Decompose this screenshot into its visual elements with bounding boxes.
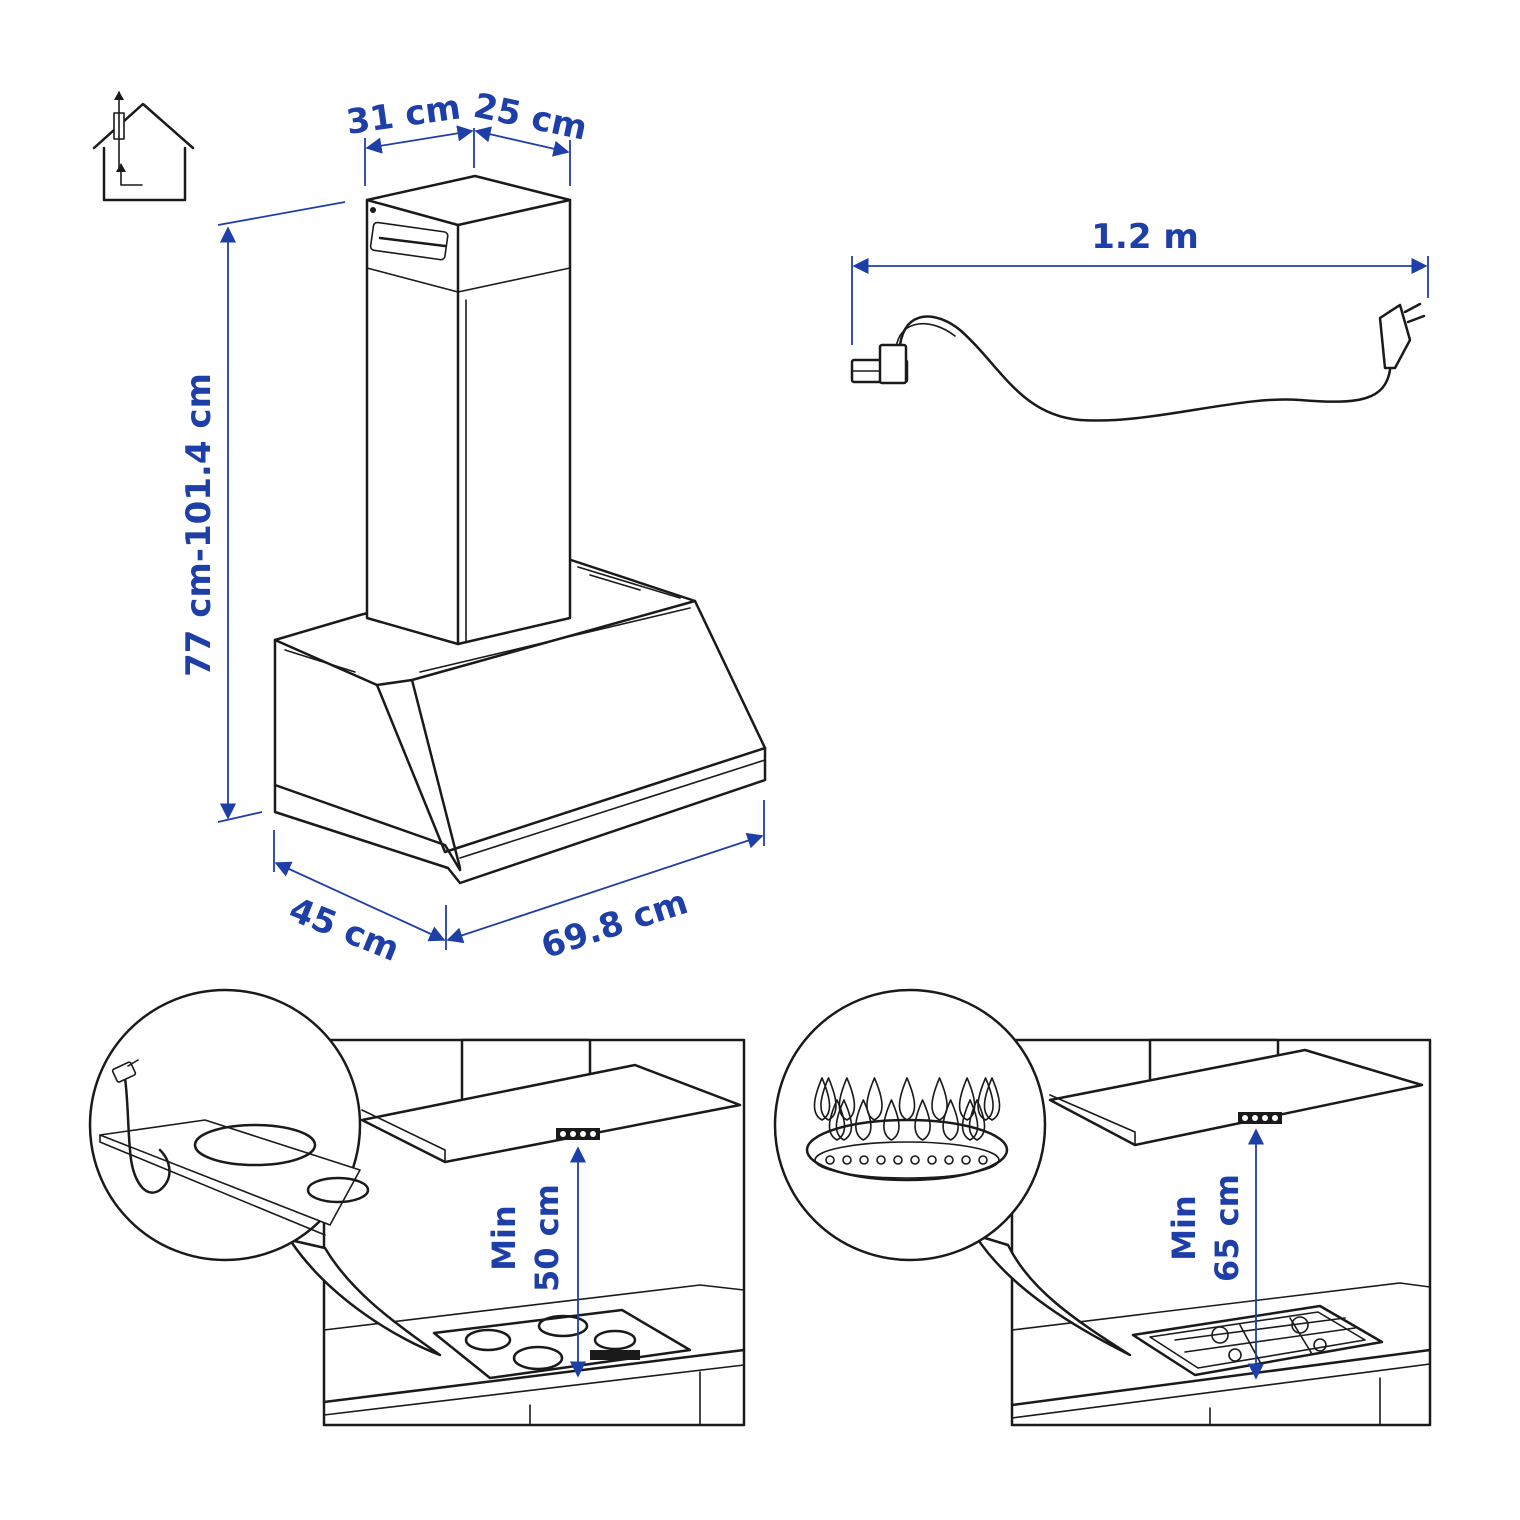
burner-port-icon: [859, 1155, 869, 1165]
flame-icon: [983, 1077, 1001, 1121]
flame-icon: [977, 1077, 994, 1121]
flame-icon: [968, 1099, 986, 1141]
flame-icon: [914, 1099, 931, 1141]
flame-icon: [838, 1077, 856, 1121]
cord-length-label: 1.2 m: [1091, 217, 1199, 257]
flame-icon: [813, 1077, 831, 1121]
burner-port-icon: [842, 1155, 852, 1165]
burner-port-icon: [961, 1155, 971, 1165]
power-cord-drawing: [850, 302, 1426, 422]
gas-distance-label: 65 cm: [1208, 1174, 1246, 1282]
depth-top-label: 25 cm: [470, 86, 591, 149]
flame-icon: [883, 1099, 900, 1141]
gas-hob-installation-panel: Min 65 cm: [1010, 1038, 1432, 1427]
flame-icon: [855, 1099, 872, 1141]
flame-icon: [820, 1077, 837, 1121]
flame-icon: [866, 1077, 883, 1121]
burner-port-icon: [910, 1155, 920, 1165]
burner-port-icon: [893, 1155, 903, 1165]
electric-min-label: Min: [485, 1205, 523, 1271]
burner-port-icon: [978, 1155, 988, 1165]
flame-icon: [828, 1099, 846, 1141]
cooker-hood-drawing: [273, 174, 767, 885]
depth-label: 45 cm: [283, 890, 404, 970]
height-label: 77 cm-101.4 cm: [179, 373, 219, 677]
electric-hob-installation-panel: Min 50 cm: [322, 1038, 746, 1427]
flame-icon: [961, 1099, 979, 1141]
burner-port-icon: [944, 1155, 954, 1165]
width-label: 69.8 cm: [536, 882, 692, 967]
burner-port-icon: [876, 1155, 886, 1165]
gas-flame-detail-callout: [773, 988, 1132, 1357]
hood-chimney: [365, 174, 572, 646]
flame-icon: [931, 1077, 948, 1121]
burner-port-icon: [825, 1155, 835, 1165]
flame-icon: [958, 1077, 976, 1121]
flame-icon: [942, 1099, 959, 1141]
electric-distance-label: 50 cm: [528, 1184, 566, 1292]
dimension-lines: [217, 125, 1429, 950]
electric-hob: [432, 1308, 692, 1380]
flame-icon: [835, 1099, 853, 1141]
gas-min-label: Min: [1165, 1195, 1203, 1261]
ducted-house-icon: [92, 91, 195, 202]
electric-detail-callout: [88, 988, 442, 1357]
burner-port-icon: [927, 1155, 937, 1165]
